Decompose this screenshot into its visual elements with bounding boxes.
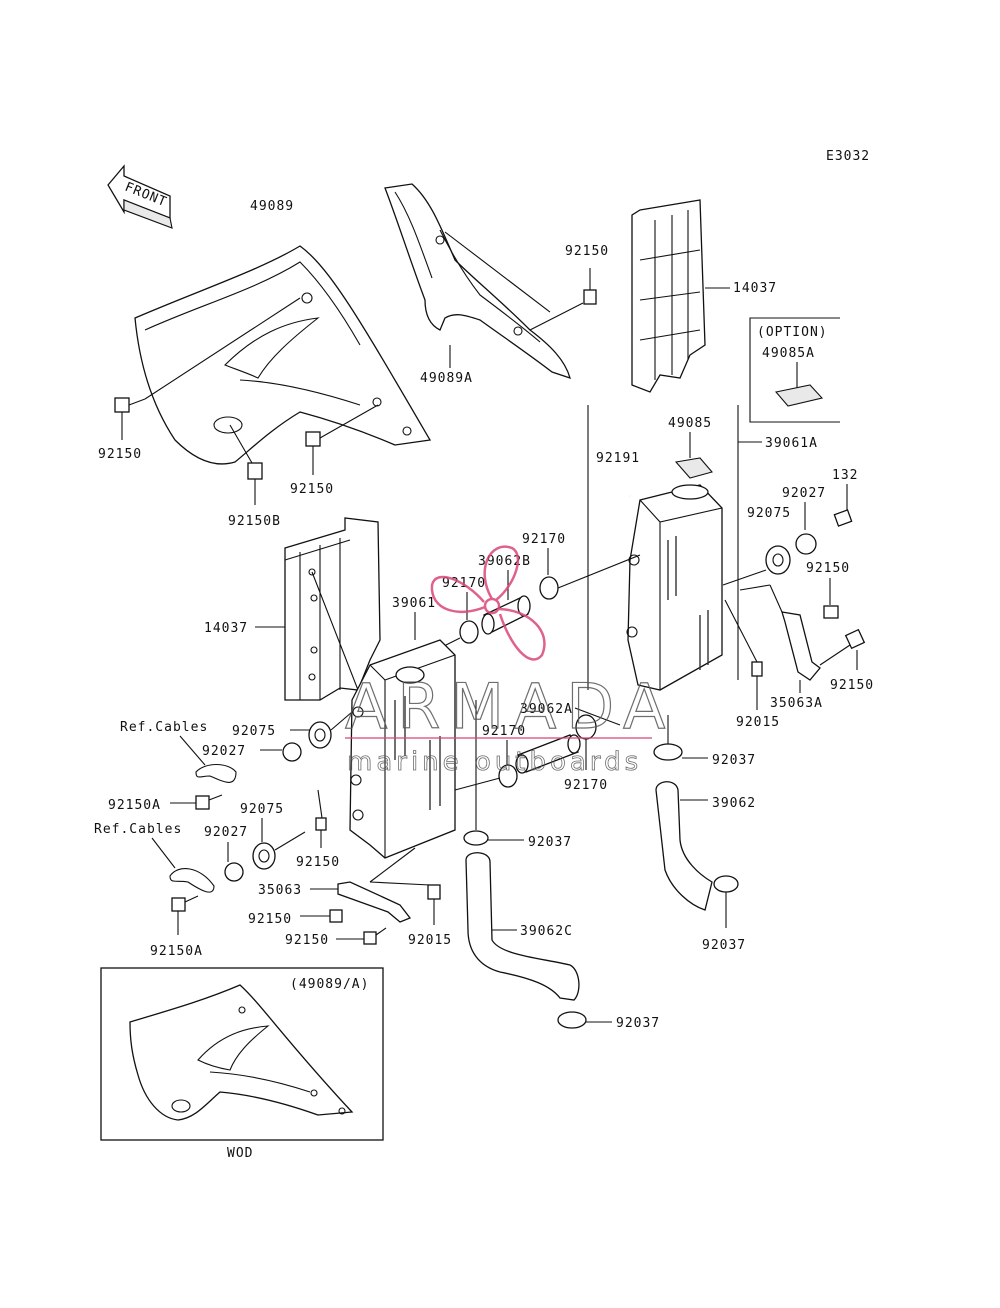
label-refcables-1: Ref.Cables: [120, 720, 208, 735]
bracket-35063a: [781, 611, 821, 681]
bracket-35063: [337, 881, 412, 923]
clamp-92170-d: [498, 764, 518, 788]
option-box: (OPTION) 49085A: [749, 317, 840, 423]
label-refcables-2: Ref.Cables: [94, 822, 182, 837]
bolt-92150b: [229, 424, 263, 505]
label-92027-l1: 92027: [202, 744, 246, 759]
clamp-92037-center: [463, 830, 489, 846]
label-92037-bottom: 92037: [616, 1016, 660, 1031]
clamp-92170-a: [539, 576, 559, 600]
label-92075-l2: 92075: [240, 802, 284, 817]
hose-39062a: [515, 734, 581, 774]
label-92191: 92191: [596, 451, 640, 466]
bolt-92150a-1: [195, 794, 223, 810]
bolt-92150a-2: [171, 895, 199, 912]
inset-box: (49089/A): [100, 967, 384, 1141]
label-35063: 35063: [258, 883, 302, 898]
inset-title: (49089/A): [290, 977, 369, 992]
damper-92075-right: [765, 545, 791, 575]
label-49089: 49089: [250, 199, 294, 214]
clip-92015-center: [427, 884, 441, 900]
bolt-92150-e: [363, 927, 387, 945]
label-35063a: 35063A: [770, 696, 823, 711]
damper-92075-l1: [308, 721, 332, 749]
label-92150-top: 92150: [565, 244, 609, 259]
label-92150-e: 92150: [285, 933, 329, 948]
label-92170-a: 92170: [522, 532, 566, 547]
label-49089a: 49089A: [420, 371, 473, 386]
clip-92150-c: [315, 817, 327, 831]
grommet-92027-l1: [282, 742, 302, 762]
label-92170-c: 92170: [564, 778, 608, 793]
label-14037-top: 14037: [733, 281, 777, 296]
hose-39062c: [465, 852, 580, 1001]
clip-92015-right: [751, 661, 763, 677]
damper-92075-l2: [252, 842, 276, 870]
hose-39062b: [481, 595, 531, 635]
radiator-guard-left: [284, 517, 381, 701]
bolt-92150-mid: [305, 404, 379, 475]
label-92027-right: 92027: [782, 486, 826, 501]
label-39062: 39062: [712, 796, 756, 811]
watermark-brand: ARMADA: [345, 670, 675, 743]
label-14037-left: 14037: [204, 621, 248, 636]
label-92150-right1: 92150: [806, 561, 850, 576]
option-title: (OPTION): [757, 325, 828, 340]
label-92150-d: 92150: [248, 912, 292, 927]
bolt-92150-left: [114, 397, 146, 440]
label-92037-right1: 92037: [712, 753, 756, 768]
label-39062a: 39062A: [520, 702, 573, 717]
label-39061: 39061: [392, 596, 436, 611]
front-arrow-icon: FRONT: [107, 164, 173, 229]
label-92150a-2: 92150A: [150, 944, 203, 959]
label-92037-center: 92037: [528, 835, 572, 850]
label-39061a: 39061A: [765, 436, 818, 451]
label-92027-l2: 92027: [204, 825, 248, 840]
clamp-92037-right1: [653, 743, 683, 761]
inset-caption: WOD: [227, 1146, 253, 1161]
propeller-logo-icon: [430, 545, 546, 661]
bolt-92150-top: [583, 268, 597, 305]
label-92037-right2: 92037: [702, 938, 746, 953]
label-49085: 49085: [668, 416, 712, 431]
label-92150-mid: 92150: [290, 482, 334, 497]
label-92150b: 92150B: [228, 514, 281, 529]
label-92075-l1: 92075: [232, 724, 276, 739]
label-92075-right: 92075: [747, 506, 791, 521]
watermark-tagline: marine outboards: [347, 747, 642, 777]
radiator-guard-right: [631, 199, 706, 393]
clamp-92170-b: [459, 620, 479, 644]
bolt-92150-right2: [844, 628, 866, 650]
label-92150-left: 92150: [98, 447, 142, 462]
hose-39062: [655, 781, 713, 911]
bolt-92150-d: [329, 909, 343, 923]
label-92150-right2: 92150: [830, 678, 874, 693]
option-part: 49085A: [762, 346, 815, 361]
clamp-92037-bottom: [557, 1011, 587, 1029]
clamp-92037-right2: [713, 875, 739, 893]
shroud-49089: [134, 245, 432, 465]
radiator-right: [626, 484, 723, 691]
bolt-132: [833, 509, 853, 527]
label-92015-right: 92015: [736, 715, 780, 730]
armada-watermark: ARMADA marine outboards: [344, 545, 675, 777]
bolt-92150-right1: [823, 605, 839, 619]
label-92150-c: 92150: [296, 855, 340, 870]
radiator-left: [349, 639, 456, 859]
grommet-92027-l2: [224, 862, 244, 882]
label-39062c: 39062C: [520, 924, 573, 939]
label-92150a-1: 92150A: [108, 798, 161, 813]
label-92170-d: 92170: [482, 724, 526, 739]
grommet-92027-right: [795, 533, 817, 555]
label-132: 132: [832, 468, 858, 483]
label-92015-center: 92015: [408, 933, 452, 948]
diagram-code: E3032: [826, 149, 870, 164]
shroud-49089a: [384, 183, 571, 380]
